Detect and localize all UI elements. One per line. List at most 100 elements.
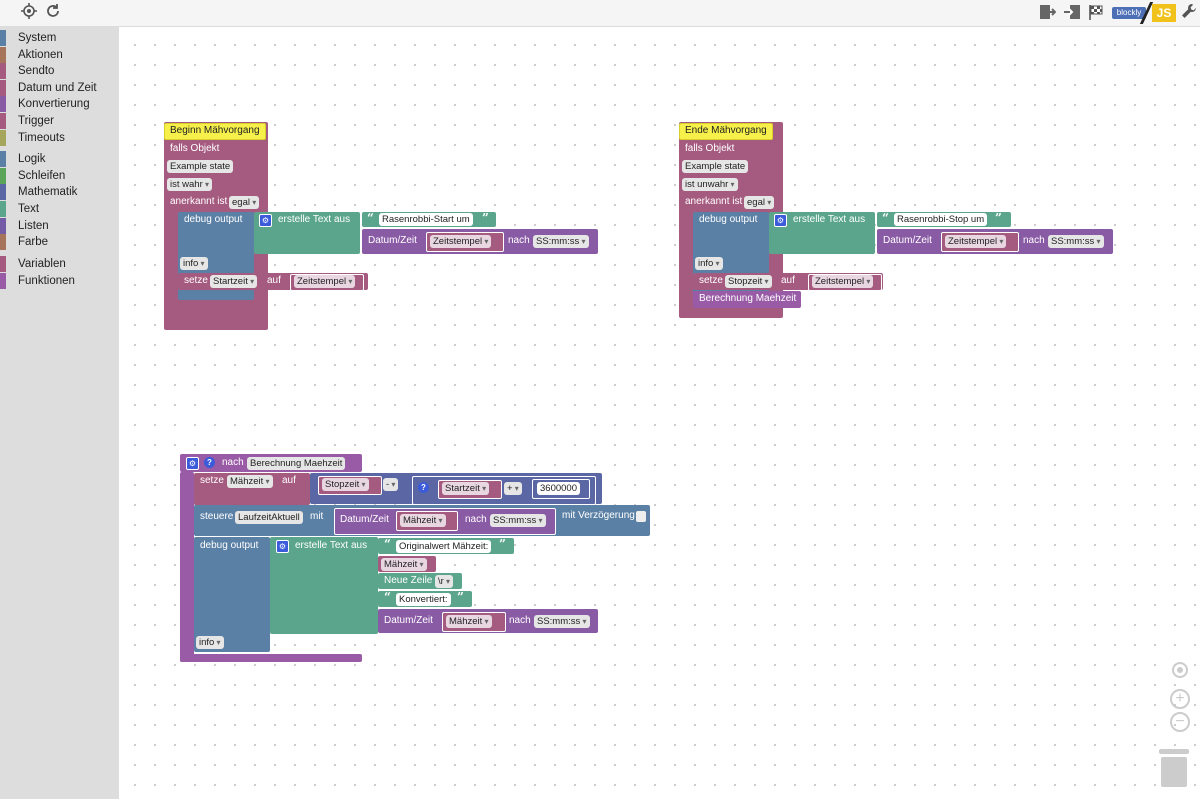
nach-label: nach bbox=[509, 615, 531, 626]
crosshair-icon[interactable] bbox=[19, 3, 39, 23]
variable-dropdown[interactable]: Mähzeit bbox=[381, 558, 427, 571]
format-dropdown[interactable]: SS:mm:ss bbox=[490, 514, 546, 527]
datetime-label: Datum/Zeit bbox=[340, 514, 389, 525]
procedure-left-bar bbox=[180, 472, 194, 662]
blockly-js-logo[interactable]: blockly JS bbox=[1112, 2, 1176, 24]
format-dropdown[interactable]: SS:mm:ss bbox=[533, 235, 589, 248]
help-icon[interactable]: ? bbox=[204, 457, 215, 468]
datetime-label: Datum/Zeit bbox=[883, 235, 932, 246]
gear-icon[interactable]: ⚙ bbox=[276, 540, 289, 553]
format-dropdown[interactable]: SS:mm:ss bbox=[534, 615, 590, 628]
control-label: steuere bbox=[200, 511, 234, 522]
variable-dropdown[interactable]: Stopzeit bbox=[322, 478, 369, 491]
number-field[interactable]: 3600000 bbox=[537, 482, 580, 495]
log-level-dropdown[interactable]: info bbox=[196, 636, 224, 649]
refresh-icon[interactable] bbox=[43, 3, 63, 23]
center-icon[interactable] bbox=[1170, 660, 1190, 680]
text-literal-field[interactable]: Rasenrobbi-Start um bbox=[379, 213, 473, 226]
object-id-field[interactable]: Example state bbox=[682, 160, 749, 173]
variable-dropdown[interactable]: Zeitstempel bbox=[945, 235, 1007, 248]
text-literal-field[interactable]: Originalwert Mähzeit: bbox=[396, 540, 492, 553]
variable-dropdown[interactable]: Mähzeit bbox=[446, 615, 492, 628]
category-label: Datum und Zeit bbox=[18, 82, 97, 94]
procedure-call-label: Berechnung Maehzeit bbox=[699, 293, 797, 304]
ack-dropdown[interactable]: egal bbox=[229, 196, 260, 209]
debug-label: debug output bbox=[200, 540, 259, 551]
procedure-call-block[interactable] bbox=[693, 291, 801, 308]
quote-open: “ bbox=[367, 211, 374, 225]
create-text-label: erstelle Text aus bbox=[278, 214, 351, 225]
condition-dropdown[interactable]: ist unwahr bbox=[682, 178, 738, 191]
newline-dropdown[interactable]: \r bbox=[435, 575, 454, 588]
quote-close: ” bbox=[457, 590, 464, 604]
toolbar: blockly JS bbox=[0, 0, 1200, 27]
format-dropdown[interactable]: SS:mm:ss bbox=[1048, 235, 1104, 248]
procedure-name-field[interactable]: Berechnung Maehzeit bbox=[247, 457, 346, 470]
condition-dropdown[interactable]: ist wahr bbox=[167, 178, 212, 191]
falls-objekt-label: falls Objekt bbox=[685, 143, 735, 154]
operator-dropdown[interactable]: + bbox=[504, 482, 522, 495]
category-label: System bbox=[18, 32, 57, 44]
debug-output-block[interactable] bbox=[194, 537, 270, 652]
wrench-icon[interactable] bbox=[1179, 3, 1199, 23]
zoom-in-icon[interactable]: + bbox=[1170, 689, 1190, 709]
datetime-label: Datum/Zeit bbox=[368, 235, 417, 246]
set-variable-dropdown[interactable]: Startzeit bbox=[210, 275, 258, 288]
category-label: Mathematik bbox=[18, 186, 78, 198]
comment-header[interactable] bbox=[164, 123, 266, 140]
js-logo-text: JS bbox=[1152, 4, 1176, 22]
category-label: Listen bbox=[18, 220, 49, 232]
comment-text: Ende Mähvorgang bbox=[685, 125, 767, 136]
category-label: Variablen bbox=[18, 258, 66, 270]
import-icon[interactable] bbox=[1062, 3, 1082, 23]
operator-dropdown[interactable]: - bbox=[383, 478, 399, 491]
create-text-label: erstelle Text aus bbox=[793, 214, 866, 225]
variable-dropdown[interactable]: Startzeit bbox=[442, 482, 490, 495]
category-label: Konvertierung bbox=[18, 98, 90, 110]
nach-label: nach bbox=[1023, 235, 1045, 246]
ack-dropdown[interactable]: egal bbox=[744, 196, 775, 209]
trash-icon[interactable] bbox=[1159, 749, 1189, 787]
create-text-block[interactable] bbox=[270, 537, 378, 634]
gear-icon[interactable]: ⚙ bbox=[186, 457, 199, 470]
comment-header[interactable] bbox=[679, 123, 773, 140]
category-label: Trigger bbox=[18, 115, 54, 127]
category-label: Aktionen bbox=[18, 49, 63, 61]
delay-checkbox[interactable] bbox=[636, 511, 646, 522]
gear-icon[interactable]: ⚙ bbox=[259, 214, 272, 227]
help-icon[interactable]: ? bbox=[418, 482, 429, 493]
set-variable-dropdown[interactable]: Mähzeit bbox=[227, 475, 273, 488]
value-variable-dropdown[interactable]: Zeitstempel bbox=[294, 275, 356, 288]
log-level-dropdown[interactable]: info bbox=[180, 257, 208, 270]
category-label: Schleifen bbox=[18, 170, 66, 182]
variable-dropdown[interactable]: Zeitstempel bbox=[430, 235, 492, 248]
zoom-out-icon[interactable]: − bbox=[1170, 712, 1190, 732]
control-mit-label: mit bbox=[310, 511, 324, 522]
category-label: Text bbox=[18, 203, 40, 215]
category-label: Logik bbox=[18, 153, 46, 165]
object-id-field[interactable]: Example state bbox=[167, 160, 234, 173]
ack-label: anerkannt ist bbox=[170, 196, 228, 207]
nach-label: nach bbox=[508, 235, 530, 246]
datetime-label: Datum/Zeit bbox=[384, 615, 433, 626]
variable-dropdown[interactable]: Mähzeit bbox=[400, 514, 446, 527]
value-variable-dropdown[interactable]: Zeitstempel bbox=[812, 275, 874, 288]
blockly-workspace[interactable]: Beginn Mähvorgang falls Objekt Example s… bbox=[120, 27, 1200, 799]
log-level-dropdown[interactable]: info bbox=[695, 257, 723, 270]
export-icon[interactable] bbox=[1037, 3, 1057, 23]
debug-label: debug output bbox=[184, 214, 243, 225]
quote-open: “ bbox=[882, 211, 889, 225]
text-literal-field[interactable]: Konvertiert: bbox=[396, 593, 451, 606]
quote-close: ” bbox=[995, 211, 1002, 225]
category-label: Farbe bbox=[18, 236, 49, 248]
text-literal-field[interactable]: Rasenrobbi-Stop um bbox=[894, 213, 988, 226]
delay-label: mit Verzögerung bbox=[562, 510, 635, 521]
quote-open: “ bbox=[384, 537, 391, 551]
gear-icon[interactable]: ⚙ bbox=[774, 214, 787, 227]
procedure-footer bbox=[180, 654, 362, 662]
create-text-label: erstelle Text aus bbox=[295, 540, 368, 551]
control-target-field[interactable]: LaufzeitAktuell bbox=[235, 511, 303, 524]
auf-label: auf bbox=[282, 475, 296, 486]
set-variable-dropdown[interactable]: Stopzeit bbox=[725, 275, 772, 288]
flag-icon[interactable] bbox=[1086, 3, 1106, 23]
